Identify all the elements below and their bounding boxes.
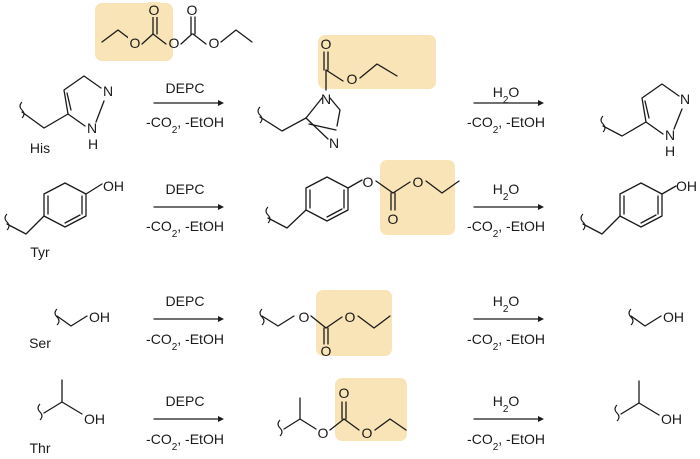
his-product-n-ring: N <box>321 91 331 107</box>
ser-arrow-1: DEPC -CO2, -EtOH <box>146 293 224 353</box>
thr-arrow-2-reagent: H2O <box>493 393 520 415</box>
his-arrow-1-byproducts: -CO2, -EtOH <box>146 114 224 136</box>
tyr-regen-hydroxyl: OH <box>676 178 697 194</box>
his-n-bottom: N <box>87 120 97 136</box>
highlight-tyr-carbonate <box>380 160 455 235</box>
thr-regen-hydroxyl: OH <box>661 411 682 427</box>
ser-arrow-1-byproducts: -CO2, -EtOH <box>146 331 224 353</box>
ser-arrow-2-reagent: H2O <box>493 293 520 315</box>
ser-product-ester-oxygen-outer: O <box>345 309 356 325</box>
depc-anhydride-oxygen: O <box>169 35 180 51</box>
his-arrow-1: DEPC -CO2, -EtOH <box>146 80 224 136</box>
highlight-ser-carbonate <box>316 290 392 356</box>
tyr-product-ester-oxygen: O <box>413 174 424 190</box>
his-regen-nh-hydrogen: H <box>665 143 675 159</box>
tyr-product: O O O <box>265 174 460 229</box>
ser-regenerated: OH <box>628 308 684 327</box>
his-wavy-bond <box>19 101 25 119</box>
thr-regenerated: OH <box>614 380 682 427</box>
his-product-n-carbamate: N <box>329 135 339 151</box>
ser-regen-hydroxyl: OH <box>663 309 684 325</box>
thr-product: O O O <box>277 385 407 441</box>
tyr-regenerated: OH <box>580 178 697 235</box>
ser-arrow-2: H2O -CO2, -EtOH <box>467 293 545 353</box>
ser-product-carbonyl-oxygen: O <box>321 343 332 359</box>
tyr-arrow-2-byproducts: -CO2, -EtOH <box>467 218 545 240</box>
label-tyr: Tyr <box>30 244 50 260</box>
thr-hydroxyl: OH <box>84 411 105 427</box>
thr-arrow-1-byproducts: -CO2, -EtOH <box>146 431 224 453</box>
his-regen-n-top: N <box>680 91 690 107</box>
his-arrow-2-reagent: H2O <box>493 84 520 106</box>
his-product-ester-oxygen: O <box>347 71 358 87</box>
tyr-arrow-1: DEPC -CO2, -EtOH <box>146 181 224 240</box>
his-n-top: N <box>103 83 113 99</box>
tyr-arrow-2-reagent: H2O <box>493 181 520 203</box>
his-reactant: N N H His <box>19 75 113 156</box>
thr-arrow-2-byproducts: -CO2, -EtOH <box>467 431 545 453</box>
his-product: N N O O <box>257 36 398 151</box>
label-ser: Ser <box>29 335 51 351</box>
thr-arrow-1: DEPC -CO2, -EtOH <box>146 393 224 453</box>
ser-product-ester-oxygen-inner: O <box>299 309 310 325</box>
label-his: His <box>30 140 50 156</box>
tyr-reactant: OH Tyr <box>4 178 124 260</box>
label-thr: Thr <box>30 440 51 456</box>
tyr-arrow-1-reagent: DEPC <box>166 181 205 197</box>
his-nh-hydrogen: H <box>88 136 98 152</box>
thr-product-carbonyl-oxygen: O <box>339 385 350 401</box>
ser-arrow-2-byproducts: -CO2, -EtOH <box>467 331 545 353</box>
thr-arrow-1-reagent: DEPC <box>166 393 205 409</box>
ser-hydroxyl: OH <box>89 309 110 325</box>
ser-arrow-1-reagent: DEPC <box>166 293 205 309</box>
depc-ester-oxygen-right: O <box>209 35 220 51</box>
his-arrow-2-byproducts: -CO2, -EtOH <box>467 114 545 136</box>
highlight-his-carbamate <box>318 35 436 89</box>
depc-carbonyl-oxygen-right: O <box>187 2 198 18</box>
tyr-arrow-2: H2O -CO2, -EtOH <box>467 181 545 240</box>
ser-product: O O O <box>259 308 391 359</box>
thr-reactant: OH Thr <box>30 379 105 456</box>
his-regenerated: N N H <box>600 83 690 159</box>
depc-structure: O O O O O <box>101 2 253 51</box>
depc-ester-oxygen-left: O <box>130 35 141 51</box>
depc-carbonyl-oxygen-left: O <box>149 2 160 18</box>
thr-arrow-2: H2O -CO2, -EtOH <box>467 393 545 453</box>
tyr-arrow-1-byproducts: -CO2, -EtOH <box>146 218 224 240</box>
thr-product-ester-oxygen-inner: O <box>318 425 329 441</box>
tyr-hydroxyl: OH <box>103 178 124 194</box>
tyr-product-phenolic-oxygen: O <box>363 174 374 190</box>
his-arrow-1-reagent: DEPC <box>166 80 205 96</box>
his-arrow-2: H2O -CO2, -EtOH <box>467 84 545 136</box>
highlight-depc-top <box>95 3 173 61</box>
thr-product-ester-oxygen-outer: O <box>362 425 373 441</box>
tyr-product-carbonyl-oxygen: O <box>388 211 399 227</box>
his-regen-n-bottom: N <box>665 127 675 143</box>
ser-reactant: OH Ser <box>29 308 110 351</box>
his-product-carbonyl-oxygen: O <box>321 36 332 52</box>
